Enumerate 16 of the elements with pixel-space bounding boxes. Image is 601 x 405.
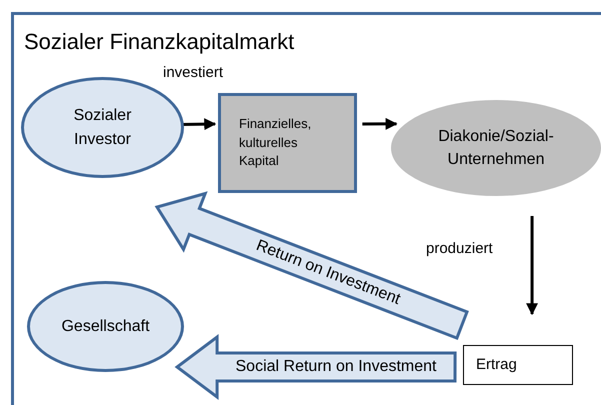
arrow: [362, 118, 398, 130]
node-label: Sozialer Investor: [72, 106, 132, 150]
edge-label: produziert: [426, 240, 493, 257]
result-box: [463, 345, 573, 385]
edge-label: Social Return on Investment: [236, 358, 437, 376]
edge-label: investiert: [163, 64, 224, 81]
block-arrow: [154, 191, 469, 340]
frame-panel: [11, 12, 601, 405]
node-label: Ertrag: [476, 355, 517, 376]
node-label: Gesellschaft: [61, 316, 150, 337]
block-arrow: [174, 334, 457, 400]
capital-box: [218, 93, 357, 193]
node-label: Finanzielles, kulturelles Kapital: [239, 114, 312, 170]
node-label: Diakonie/Sozial-Unternehmen: [437, 126, 555, 170]
arrow: [526, 216, 538, 316]
title-text: Sozialer Finanzkapitalmarkt: [24, 29, 294, 55]
